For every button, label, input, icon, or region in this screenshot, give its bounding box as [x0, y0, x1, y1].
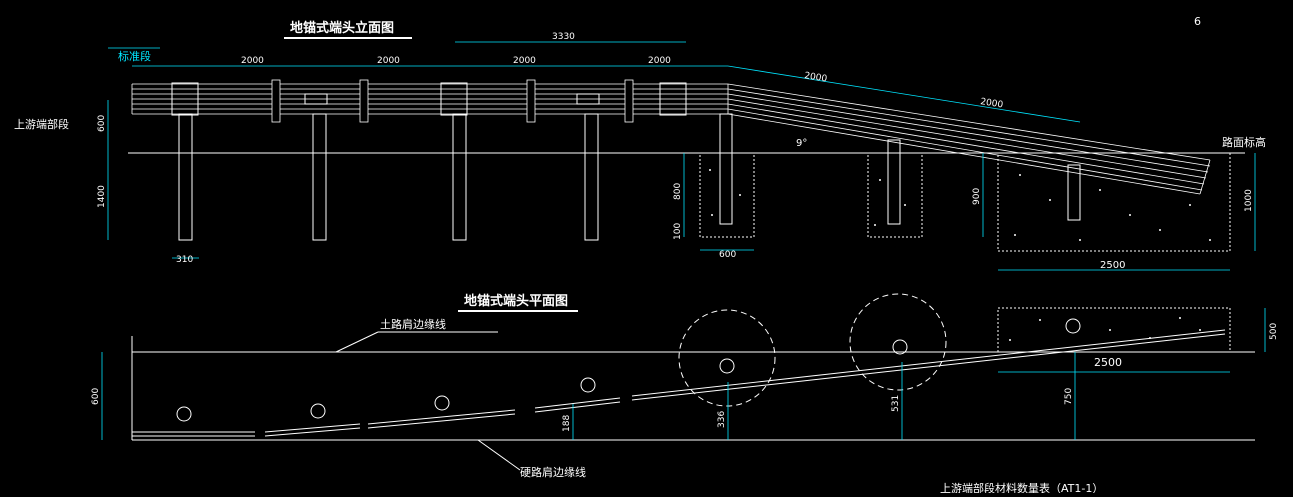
- dim-post-embed: 1400: [97, 185, 107, 208]
- post: [719, 113, 733, 225]
- dim-offset-1: 188: [562, 415, 572, 432]
- post: [1067, 164, 1081, 221]
- dim-span-1: 2000: [241, 56, 264, 66]
- dim-offset-2: 336: [717, 411, 727, 428]
- splice-plate: [440, 82, 468, 116]
- soil-shoulder-label: 土路肩边缘线: [380, 317, 446, 331]
- standard-section-label: 标准段: [118, 49, 151, 63]
- dim-end-block-height: 500: [1269, 323, 1279, 340]
- leader-line: [477, 439, 521, 471]
- footing: [867, 152, 923, 238]
- post: [178, 113, 193, 241]
- post-block: [576, 93, 600, 105]
- dim-span-4: 2000: [648, 56, 671, 66]
- dim-post-width: 310: [176, 255, 193, 265]
- post-symbol: [892, 339, 908, 355]
- angle-label: 9°: [796, 138, 807, 149]
- dim-span-2: 2000: [377, 56, 400, 66]
- sloped-rail: [727, 83, 1211, 195]
- bottom-caption: 上游端部段材料数量表（AT1-1）: [940, 481, 1103, 493]
- concrete-texture: [709, 169, 1211, 341]
- dim-span-top: 3330: [552, 32, 575, 42]
- upstream-end-label: 上游端部段: [14, 117, 69, 131]
- dim-footing-width: 600: [719, 250, 736, 260]
- post: [584, 113, 599, 241]
- dim-footing-depth: 800: [673, 183, 683, 200]
- rail-beam: [131, 79, 728, 123]
- page-number: 6: [1194, 15, 1201, 28]
- dim-mid-footing: 900: [972, 188, 982, 205]
- post-symbol: [1065, 318, 1081, 334]
- dim-rail-height: 600: [97, 115, 107, 132]
- post-block: [304, 93, 328, 105]
- footing: [699, 152, 755, 238]
- end-footing: [997, 152, 1231, 252]
- post-symbol: [176, 406, 192, 422]
- post-symbol: [580, 377, 596, 393]
- post: [452, 113, 467, 241]
- splice-plate: [659, 82, 687, 116]
- plan-view: [131, 293, 1255, 471]
- dim-offset-4: 750: [1064, 388, 1074, 405]
- splice-plate: [171, 82, 199, 116]
- plan-dimensions: [101, 308, 1266, 440]
- elevation-dimensions: [107, 41, 1256, 271]
- end-block: [997, 307, 1231, 353]
- post-symbol: [434, 395, 450, 411]
- dim-footing-base: 100: [673, 223, 683, 240]
- footing-circle: [849, 293, 947, 391]
- road-level-label: 路面标高: [1222, 135, 1266, 149]
- footing-circle: [678, 309, 776, 407]
- post: [312, 113, 327, 241]
- post-symbol: [310, 403, 326, 419]
- dim-end-width: 2500: [1100, 260, 1125, 271]
- leader-line: [335, 331, 379, 353]
- dim-end-footing: 1000: [1244, 189, 1254, 212]
- dim-end-block: 2500: [1094, 356, 1122, 369]
- dim-offset-3: 531: [891, 395, 901, 412]
- title-underlines: [284, 37, 578, 312]
- elevation-view: [128, 79, 1245, 252]
- hard-shoulder-label: 硬路肩边缘线: [520, 465, 586, 479]
- dim-plan-width: 600: [91, 388, 101, 405]
- post: [887, 139, 901, 225]
- dim-slope-2: 2000: [980, 97, 1004, 111]
- posts: [178, 113, 1081, 241]
- post-symbol: [719, 358, 735, 374]
- dim-span-3: 2000: [513, 56, 536, 66]
- dim-slope-1: 2000: [804, 71, 828, 85]
- plan-title: 地锚式端头平面图: [464, 293, 568, 309]
- elevation-title: 地锚式端头立面图: [290, 20, 394, 36]
